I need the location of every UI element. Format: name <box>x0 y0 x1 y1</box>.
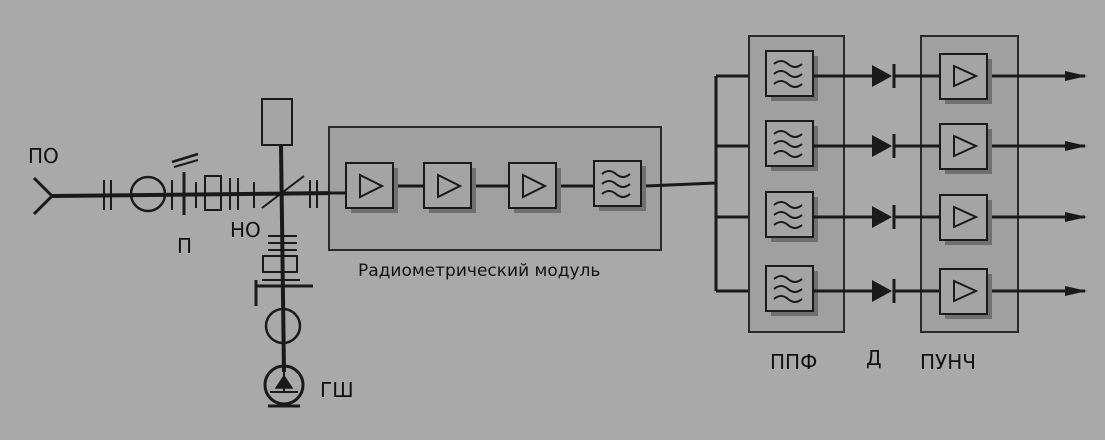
bandpass-filter-3 <box>765 191 818 242</box>
amplifier-chain <box>345 160 646 213</box>
attenuator-block <box>204 175 222 211</box>
lf-amplifier-1 <box>939 53 992 104</box>
antenna-label: ПО <box>28 144 59 168</box>
channel-4 <box>765 265 1087 319</box>
detector-diode-4 <box>872 279 896 303</box>
coupler-label: НО <box>230 218 261 242</box>
amplifier-3 <box>508 162 561 213</box>
bandpass-filters-label: ППФ <box>770 350 818 374</box>
amplifier-1 <box>345 162 398 213</box>
bandpass-filter-2 <box>765 120 818 171</box>
circulator-vertical-icon <box>264 307 302 345</box>
channel-2 <box>765 120 1087 174</box>
bandpass-filter-1 <box>765 50 818 101</box>
lf-amplifier-3 <box>939 194 992 245</box>
attenuator-block-vertical <box>262 255 298 273</box>
lf-amplifier-4 <box>939 268 992 319</box>
vertical-waveguide <box>279 144 286 373</box>
noise-generator-label: ГШ <box>320 378 354 402</box>
lf-amplifier-2 <box>939 123 992 174</box>
circulator-icon <box>129 175 167 213</box>
radiometric-module-label: Радиометрический модуль <box>358 261 601 281</box>
noise-generator-icon <box>263 364 305 406</box>
channel-1 <box>765 50 1087 104</box>
switch-label: П <box>177 234 193 258</box>
channel-3 <box>765 191 1087 245</box>
filter-main <box>593 160 646 211</box>
detector-diode-2 <box>872 134 896 158</box>
detector-diode-1 <box>872 64 896 88</box>
load-block-top <box>261 98 293 146</box>
lf-amplifiers-label: ПУНЧ <box>920 350 976 374</box>
antenna-icon <box>32 176 55 216</box>
bandpass-filter-4 <box>765 265 818 316</box>
detectors-label: Д <box>866 346 882 370</box>
amplifier-2 <box>423 162 476 213</box>
detector-diode-3 <box>872 205 896 229</box>
